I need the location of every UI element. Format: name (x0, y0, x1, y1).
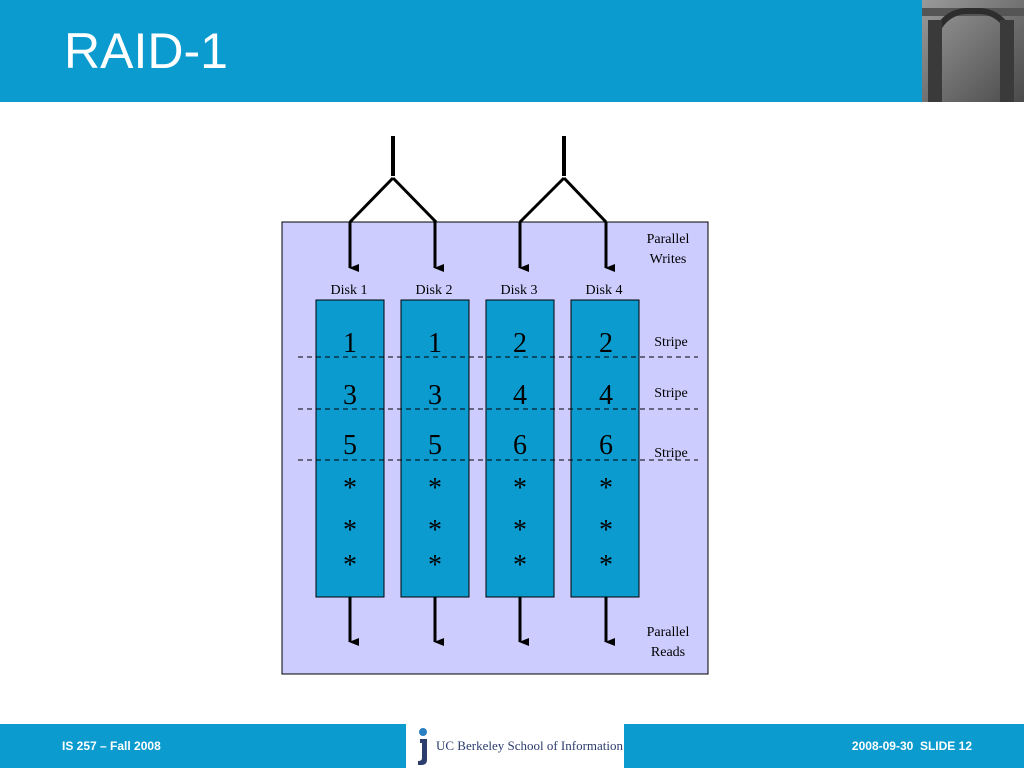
disk-2-cell: 1 (428, 328, 442, 359)
slide-header: RAID-1 (0, 0, 1024, 102)
write-fork-right (518, 136, 608, 224)
disk-4-cell: 2 (599, 328, 613, 359)
disk-3-cell: * (513, 550, 527, 581)
disk-3-cell: * (513, 515, 527, 546)
disk-2 (400, 299, 470, 598)
disk-4-cell: * (599, 550, 613, 581)
disk-1-cell: * (343, 473, 357, 504)
disk-2-cell: 5 (428, 430, 442, 461)
school-logo: UC Berkeley School of Information (406, 724, 624, 768)
school-name: UC Berkeley School of Information (436, 738, 624, 753)
disk-4-cell: 6 (599, 430, 613, 461)
disk-1-cell: * (343, 550, 357, 581)
campus-photo (922, 0, 1024, 102)
disk-4-label: Disk 4 (586, 283, 623, 298)
disk-4-cell: * (599, 515, 613, 546)
stripe-label: Stripe (654, 446, 687, 461)
disk-1-cell: 3 (343, 380, 357, 411)
disk-3-cell: 4 (513, 380, 527, 411)
disk-2-cell: 3 (428, 380, 442, 411)
disk-1 (315, 299, 385, 598)
stripe-label: Stripe (654, 386, 687, 401)
parallel-writes-label-line2: Writes (650, 252, 687, 267)
write-fork-left (348, 136, 438, 224)
photo-pillar-right (1000, 20, 1014, 102)
disk-2-cell: * (428, 515, 442, 546)
course-label: IS 257 – Fall 2008 (62, 739, 161, 753)
disk-3-cell: * (513, 473, 527, 504)
disk-2-cell: * (428, 473, 442, 504)
parallel-reads-label-line1: Parallel (647, 625, 690, 640)
disk-1-cell: 5 (343, 430, 357, 461)
slide-title: RAID-1 (64, 23, 228, 79)
slide-footer: IS 257 – Fall 2008 UC Berkeley School of… (0, 724, 1024, 768)
disk-4-cell: 4 (599, 380, 613, 411)
parallel-reads-label-line2: Reads (651, 645, 685, 660)
disk-3-label: Disk 3 (501, 283, 538, 298)
disk-4 (570, 299, 640, 598)
write-arrows (348, 222, 615, 272)
disk-1-cell: 1 (343, 328, 357, 359)
disk-1-label: Disk 1 (331, 283, 368, 298)
disk-4-cell: * (599, 473, 613, 504)
disk-2-label: Disk 2 (416, 283, 453, 298)
disk-1-cell: * (343, 515, 357, 546)
photo-pillar-left (928, 20, 942, 102)
disk-3 (485, 299, 555, 598)
stripe-label: Stripe (654, 335, 687, 350)
disk-3-cell: 2 (513, 328, 527, 359)
parallel-writes-label-line1: Parallel (647, 232, 690, 247)
ischool-logo-icon (418, 728, 427, 765)
read-arrows (348, 597, 615, 646)
disk-2-cell: * (428, 550, 442, 581)
slide-date-number: 2008-09-30 SLIDE 12 (851, 739, 972, 753)
disk-3-cell: 6 (513, 430, 527, 461)
